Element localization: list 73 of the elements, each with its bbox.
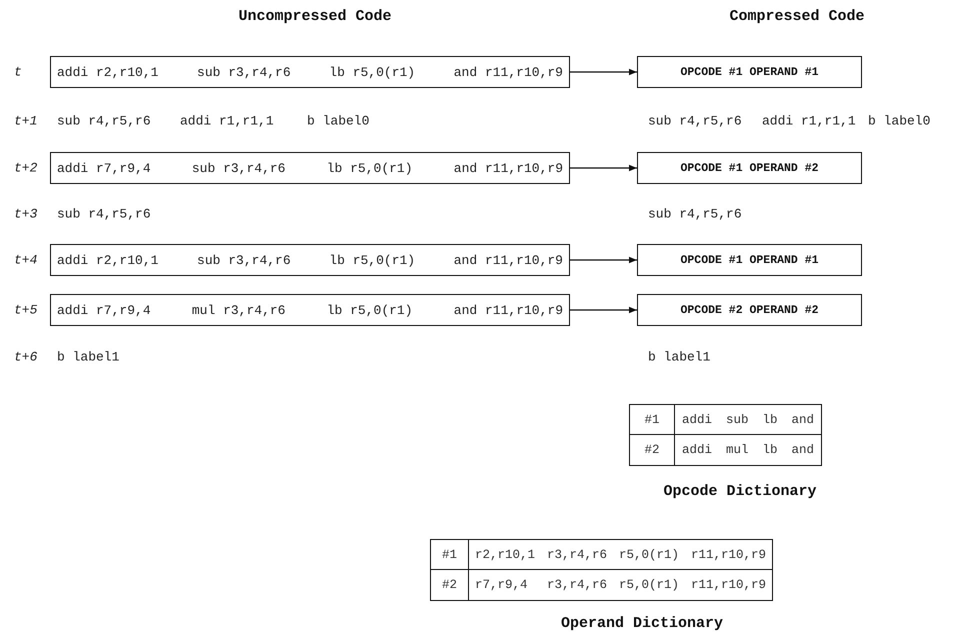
heading: Uncompressed Code — [238, 8, 392, 25]
instruction-text: and r11,r10,r9 — [454, 302, 563, 318]
arrow — [570, 306, 637, 314]
codeword-text: OPCODE #1 OPERAND #1 — [680, 254, 819, 266]
table-cell-text: r5,0(r1) — [618, 577, 680, 594]
instruction-text: lb r5,0(r1) — [326, 160, 413, 176]
heading: Compressed Code — [729, 8, 865, 25]
index-cell: #1 — [431, 540, 469, 570]
table-cell: sub — [719, 405, 756, 435]
instruction-text: addi r7,r9,4 — [57, 302, 151, 318]
table-cell-text: r7,r9,4 — [474, 577, 529, 594]
table-cell-text: and — [790, 442, 816, 459]
codeword-box — [637, 56, 862, 88]
codeword-text: OPCODE #2 OPERAND #2 — [680, 304, 819, 316]
instruction-text: lb r5,0(r1) — [326, 302, 413, 318]
codeword-text: OPCODE #1 OPERAND #2 — [680, 162, 819, 174]
instruction-text: b label0 — [307, 114, 370, 128]
instruction-text: addi r2,r10,1 — [57, 252, 158, 268]
instruction-text: sub r3,r4,r6 — [197, 64, 291, 80]
instruction-text: sub r4,r5,r6 — [57, 206, 151, 222]
time-label: t+4 — [14, 252, 38, 268]
table-cell: r11,r10,r9 — [685, 540, 772, 570]
arrow — [570, 256, 637, 264]
instruction-text: addi r1,r1,1 — [762, 114, 856, 128]
instruction-text: sub r3,r4,r6 — [192, 160, 286, 176]
table-cell: r5,0(r1) — [613, 540, 686, 570]
instruction-box — [50, 294, 570, 326]
instruction-text: addi r1,r1,1 — [180, 114, 274, 128]
arrow — [570, 164, 637, 172]
time-label: t+1 — [14, 114, 38, 128]
instruction-text: lb r5,0(r1) — [329, 64, 416, 80]
codeword-box — [637, 152, 862, 184]
index-cell: #1 — [630, 405, 675, 435]
instruction-text: sub r4,r5,r6 — [648, 114, 742, 128]
instruction-text: addi r7,r9,4 — [57, 160, 151, 176]
table-cell: addi — [675, 405, 720, 435]
table-cell-text: mul — [725, 442, 750, 459]
instruction-text: mul r3,r4,r6 — [192, 302, 286, 318]
instruction-text: lb r5,0(r1) — [329, 252, 416, 268]
instruction-text: sub r4,r5,r6 — [57, 114, 151, 128]
time-label: t — [14, 64, 22, 80]
heading: Operand Dictionary — [560, 615, 724, 632]
instruction-box — [50, 152, 570, 184]
instruction-box — [50, 56, 570, 88]
instruction-text: and r11,r10,r9 — [454, 160, 563, 176]
instruction-box — [50, 244, 570, 276]
table-cell: r3,r4,r6 — [541, 540, 614, 570]
instruction-text: sub r4,r5,r6 — [648, 206, 742, 222]
table-cell: lb — [756, 405, 785, 435]
time-label: t+5 — [14, 302, 38, 318]
codeword-text: OPCODE #1 OPERAND #1 — [680, 66, 819, 78]
table-cell-text: lb — [762, 442, 779, 459]
time-label: t+2 — [14, 160, 38, 176]
time-label: t+6 — [14, 350, 38, 364]
time-label: t+3 — [14, 206, 38, 222]
instruction-text: sub r3,r4,r6 — [197, 252, 291, 268]
heading: Opcode Dictionary — [663, 483, 817, 500]
table-cell: r2,r10,1 — [469, 540, 542, 570]
codeword-box — [637, 294, 862, 326]
table-cell-text: r11,r10,r9 — [690, 577, 768, 594]
index-cell: #2 — [630, 435, 675, 465]
arrow — [570, 68, 637, 76]
instruction-text: and r11,r10,r9 — [454, 64, 563, 80]
instruction-text: addi r2,r10,1 — [57, 64, 158, 80]
index-cell: #2 — [431, 570, 469, 600]
instruction-text: b label1 — [648, 350, 710, 364]
table-cell: and — [784, 405, 822, 435]
instruction-text: b label1 — [57, 350, 120, 364]
instruction-text: b label0 — [868, 114, 930, 128]
table-cell-text: addi — [681, 442, 714, 459]
instruction-text: and r11,r10,r9 — [454, 252, 563, 268]
table-cell-text: r3,r4,r6 — [546, 577, 608, 594]
codeword-box — [637, 244, 862, 276]
